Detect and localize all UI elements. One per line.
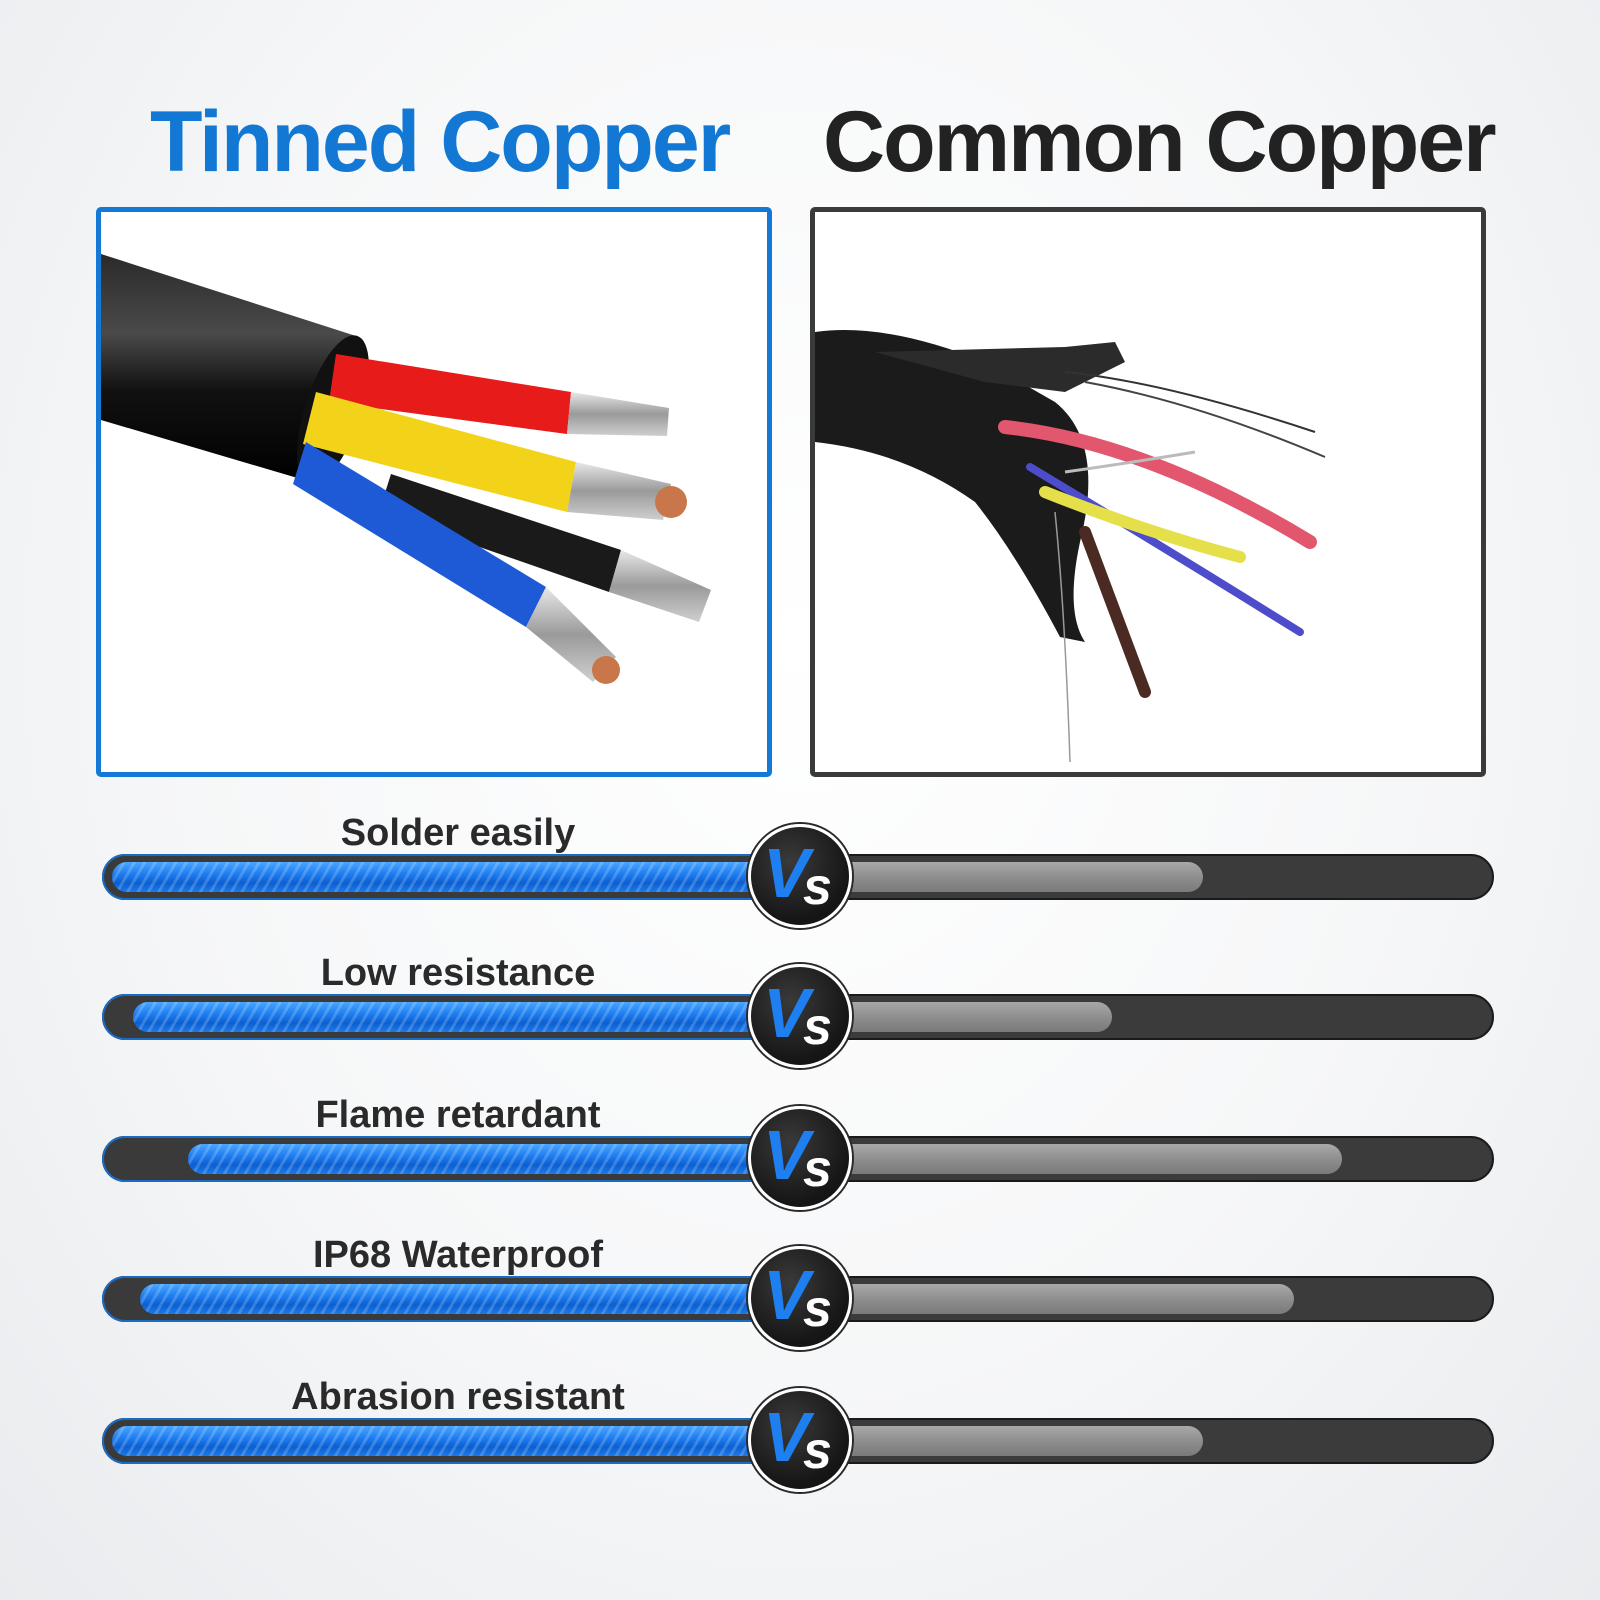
vs-letter-s: s: [803, 1140, 832, 1198]
tinned-track: [102, 1136, 802, 1182]
vs-letter-s: s: [803, 1280, 832, 1338]
vs-letter-s: s: [803, 1422, 832, 1480]
comparison-label: IP68 Waterproof: [313, 1234, 603, 1276]
vs-letter-v: V: [763, 834, 810, 912]
common-level-bar: [840, 1284, 1294, 1314]
tinned-track: [102, 994, 802, 1040]
vs-letter-s: s: [803, 858, 832, 916]
vs-letter-v: V: [763, 1116, 810, 1194]
tinned-level-bar: [112, 862, 802, 892]
title-common-copper: Common Copper: [823, 94, 1497, 190]
common-copper-cable-image: [815, 330, 1326, 763]
tinned-level-bar: [140, 1284, 802, 1314]
common-level-bar: [840, 1144, 1342, 1174]
tinned-track: [102, 1418, 802, 1464]
tinned-copper-cable-image: [101, 254, 711, 684]
vs-letter-v: V: [763, 1256, 810, 1334]
comparison-label: Solder easily: [340, 812, 576, 854]
tinned-track: [102, 854, 802, 900]
comparison-label: Flame retardant: [315, 1094, 601, 1136]
comparison-label: Low resistance: [320, 952, 596, 994]
tinned-copper-panel: [96, 207, 772, 777]
tinned-level-bar: [188, 1144, 802, 1174]
tinned-track: [102, 1276, 802, 1322]
common-level-bar: [840, 1426, 1203, 1456]
common-level-bar: [840, 862, 1203, 892]
vs-letter-v: V: [763, 974, 810, 1052]
tinned-level-bar: [133, 1002, 802, 1032]
vs-letter-s: s: [803, 998, 832, 1056]
common-level-bar: [840, 1002, 1112, 1032]
comparison-label: Abrasion resistant: [291, 1376, 625, 1418]
vs-letter-v: V: [763, 1398, 810, 1476]
common-copper-panel: [810, 207, 1486, 777]
title-tinned-copper: Tinned Copper: [150, 94, 731, 190]
tinned-level-bar: [112, 1426, 802, 1456]
